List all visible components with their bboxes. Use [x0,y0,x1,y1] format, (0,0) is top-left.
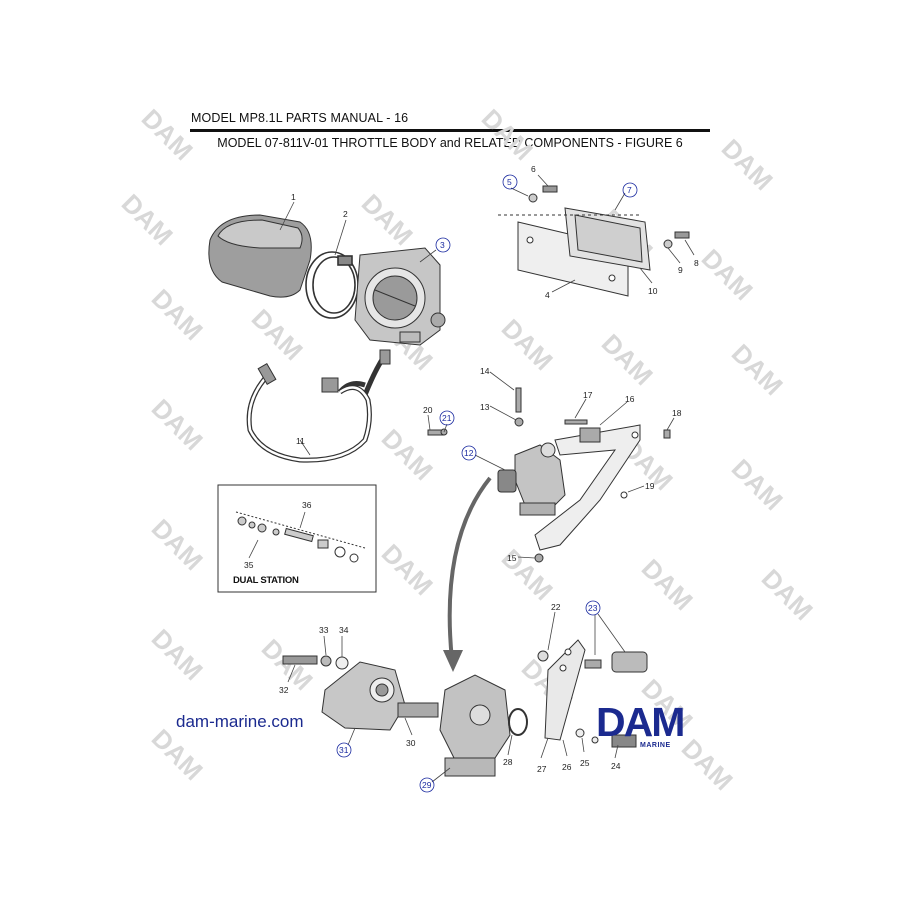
dual-station-inset [217,484,377,593]
callout-13: 13 [480,402,490,412]
callout-circle [502,174,518,190]
watermark: DAM [696,243,759,306]
callout-22: 22 [551,602,561,612]
callout-4: 4 [545,290,550,300]
pedal-bracket-part [534,424,641,551]
callout-36: 36 [302,500,312,510]
brand-sub: MARINE [640,742,671,749]
callout-27: 27 [537,764,547,774]
lower-assembly-part [282,639,648,777]
ecm-bracket-part [498,185,690,297]
callout-26: 26 [562,762,572,772]
callout-17: 17 [583,390,593,400]
callout-12: 12 [464,448,474,458]
dual-station-parts [235,511,366,563]
callout-circle [585,600,601,616]
callout-circle [419,777,435,793]
callout-circle [439,410,455,426]
callout-3: 3 [440,240,445,250]
callout-34: 34 [339,625,349,635]
clamp-ring-part [305,251,359,319]
callout-20: 20 [423,405,433,415]
watermark: DAM [636,553,699,616]
callout-circle [435,237,451,253]
callout-21: 21 [442,413,452,423]
watermark: DAM [726,338,789,401]
watermark: DAM [496,313,559,376]
callout-19: 19 [645,481,655,491]
callout-8: 8 [694,258,699,268]
watermark: DAM [676,733,739,796]
figure-title: MODEL 07-811V-01 THROTTLE BODY and RELAT… [217,136,683,150]
header-rule [190,129,710,132]
watermark: DAM [596,328,659,391]
callout-23: 23 [588,603,598,613]
watermark: DAM [116,188,179,251]
watermark: DAM [356,188,419,251]
callout-11: 11 [296,436,305,446]
callout-16: 16 [625,394,635,404]
watermark: DAM [246,303,309,366]
callout-29: 29 [422,780,432,790]
callout-1: 1 [291,192,296,202]
air-cover-part [208,214,312,298]
pedal-sensor-part [497,442,566,516]
watermark: DAM [496,543,559,606]
manual-title: MODEL MP8.1L PARTS MANUAL - 16 [191,111,409,125]
callout-32: 32 [279,685,289,695]
callout-10: 10 [648,286,658,296]
watermark: DAM [146,513,209,576]
watermark: DAM [726,453,789,516]
callout-14: 14 [480,366,490,376]
watermark: DAM [146,283,209,346]
watermark: DAM [476,103,539,166]
callout-circle [622,182,638,198]
watermark: DAM [146,723,209,786]
watermark: DAM [146,623,209,686]
callout-28: 28 [503,757,513,767]
callout-33: 33 [319,625,329,635]
brand-logo: DAM [596,699,685,745]
callout-5: 5 [507,177,512,187]
dual-station-caption: DUAL STATION [233,575,299,586]
throttle-body-part [354,247,446,346]
wiring-harness-inner [247,374,371,462]
watermark: DAM [136,103,199,166]
callout-35: 35 [244,560,254,570]
callout-31: 31 [339,745,349,755]
leader-lines [248,174,695,783]
callout-24: 24 [611,761,621,771]
website-link[interactable]: dam-marine.com [176,712,304,731]
callout-2: 2 [343,209,348,219]
watermark: DAM [146,393,209,456]
callout-circle [461,445,477,461]
watermark: DAM [756,563,819,626]
callout-15: 15 [507,553,517,563]
connection-arrow [447,476,492,661]
callout-30: 30 [406,738,416,748]
harness-connectors [257,349,391,393]
arrow-head [443,650,463,672]
callout-7: 7 [627,185,632,195]
callout-18: 18 [672,408,682,418]
callout-circle [336,742,352,758]
watermark: DAM [716,133,779,196]
callout-9: 9 [678,265,683,275]
callout-25: 25 [580,758,590,768]
watermark: DAM [376,538,439,601]
callout-6: 6 [531,164,536,174]
